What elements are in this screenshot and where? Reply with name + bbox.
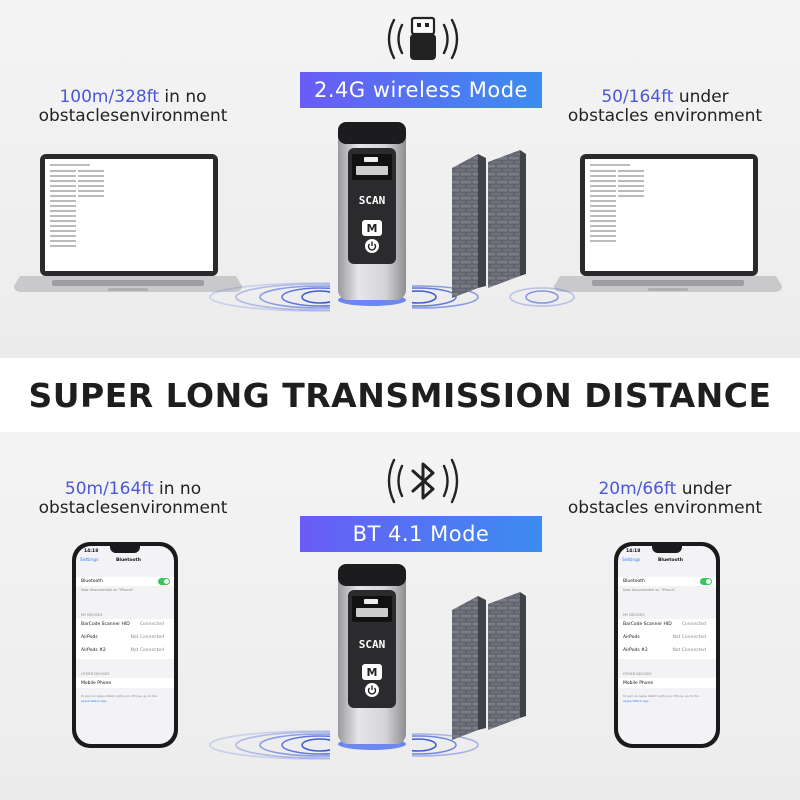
bluetooth-mode-badge: BT 4.1 Mode [300, 516, 542, 552]
laptop-left [12, 152, 244, 300]
scan-button-top: SCAN [358, 193, 386, 207]
wireless-no-obstacle-distance: 100m/328ft [59, 87, 160, 107]
signal-waves-right-bottom [412, 730, 512, 760]
wireless-mode-badge: 2.4G wireless Mode [300, 72, 542, 108]
wireless-obstacle-distance: 50/164ft [601, 87, 674, 107]
power-button-top [364, 238, 380, 254]
phone-right: 14:18 Settings Bluetooth Bluetooth Now d… [614, 542, 720, 748]
bluetooth-obstacle-caption: 20m/66ft under obstacles environment [567, 479, 763, 518]
bluetooth-toggle [158, 578, 170, 585]
bluetooth-no-obstacle-caption: 50m/164ft in no obstaclesenvironment [38, 479, 228, 518]
wireless-obstacle-caption: 50/164ft under obstacles environment [567, 87, 763, 126]
m-button-top: M [362, 220, 382, 236]
laptop-right [552, 152, 784, 300]
signal-waves-left-bottom [200, 730, 330, 760]
bluetooth-icon [380, 452, 466, 510]
signal-waves-right-top [412, 282, 582, 312]
bluetooth-obstacle-distance: 20m/66ft [598, 479, 677, 499]
barcode-scanner-top [334, 120, 410, 306]
signal-waves-left-top [200, 282, 330, 312]
wireless-no-obstacle-caption: 100m/328ft in no obstaclesenvironment [38, 87, 228, 126]
bluetooth-no-obstacle-distance: 50m/164ft [64, 479, 154, 499]
usb-dongle-icon [380, 10, 466, 68]
barcode-scanner-bottom [334, 562, 410, 750]
headline: SUPER LONG TRANSMISSION DISTANCE [0, 358, 800, 432]
scan-button-bottom: SCAN [358, 637, 386, 651]
settings-back-link: Settings [80, 558, 99, 563]
brick-wall-top [448, 148, 528, 298]
brick-wall-bottom [448, 590, 528, 740]
power-button-bottom [364, 682, 380, 698]
phone-left: 14:18 Settings Bluetooth Bluetooth Now d… [72, 542, 178, 748]
m-button-bottom: M [362, 664, 382, 680]
